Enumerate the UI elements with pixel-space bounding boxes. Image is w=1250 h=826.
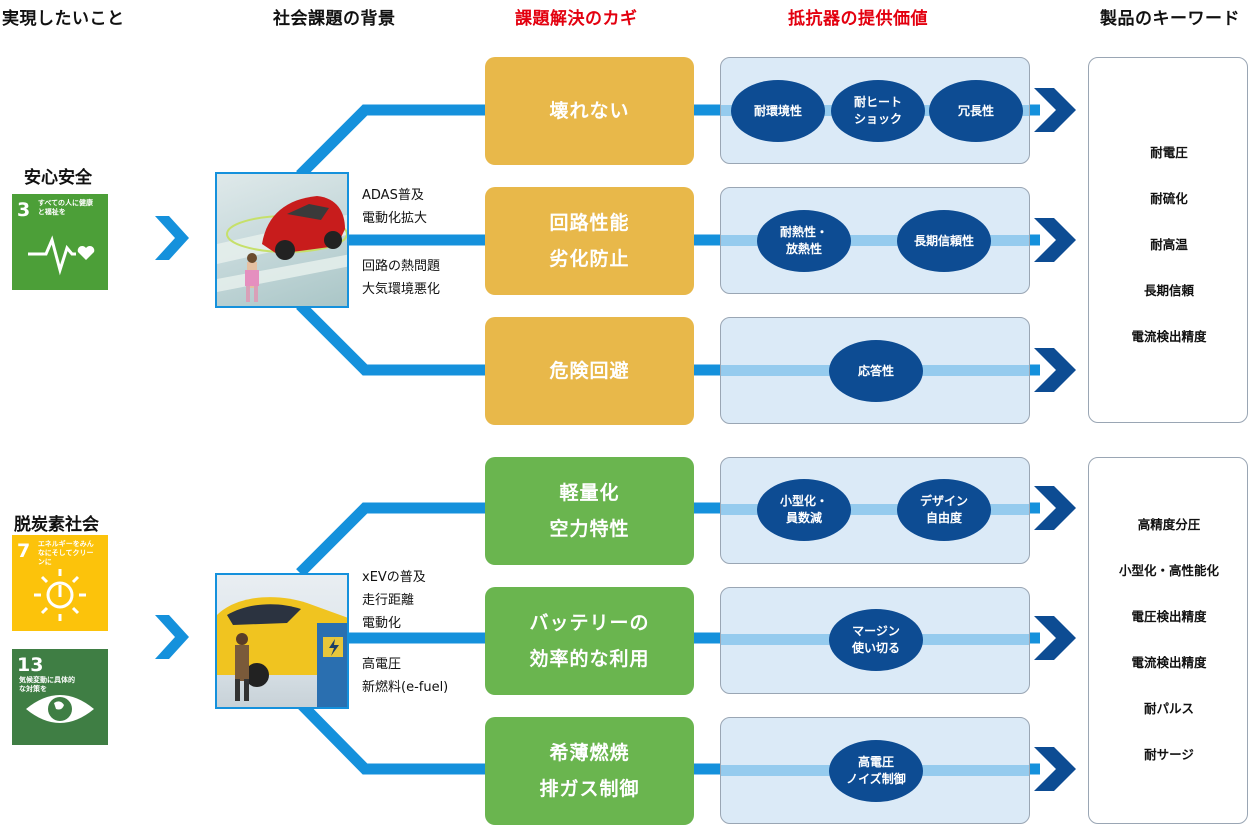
- value-ellipse: 耐環境性: [731, 80, 825, 142]
- value-ellipse: マージン使い切る: [829, 609, 923, 671]
- value-ellipse: 耐ヒートショック: [831, 80, 925, 142]
- heartbeat-icon: [28, 235, 95, 276]
- background-text: 回路の熱問題 大気環境悪化: [362, 259, 441, 297]
- value-ellipse: 耐熱性・放熱性: [757, 210, 851, 272]
- keyword-panel: 耐電圧 耐硫化 耐高温 長期信頼 電流検出精度: [1088, 57, 1248, 423]
- goal-title: 安心安全: [24, 168, 92, 188]
- key-box: 壊れない: [485, 57, 694, 165]
- car-pedestrian-illustration: [215, 172, 349, 308]
- arrow-right-icon: [1034, 747, 1076, 791]
- arrow-right-icon: [1034, 218, 1076, 262]
- keyword: 電流検出精度: [1131, 655, 1207, 670]
- value-ellipse: 小型化・員数減: [757, 479, 851, 541]
- key-box: 危険回避: [485, 317, 694, 425]
- value-panel: 耐熱性・放熱性 長期信頼性: [720, 187, 1030, 294]
- key-box: 軽量化 空力特性: [485, 457, 694, 565]
- background-text: xEVの普及 走行距離 電動化: [362, 570, 426, 631]
- keyword: 小型化・高性能化: [1118, 563, 1219, 578]
- value-ellipse: 高電圧ノイズ制御: [829, 740, 923, 802]
- arrow-heads: [1034, 88, 1076, 791]
- sdg-badge: 7 エネルギーをみんなにそしてクリーンに: [12, 535, 108, 631]
- keyword: 高精度分圧: [1137, 517, 1201, 532]
- group1-branch-lines: [296, 104, 490, 775]
- value-ellipse: 長期信頼性: [897, 210, 991, 272]
- header-keyword: 製品のキーワード: [1100, 9, 1240, 29]
- goal-title: 脱炭素社会: [14, 515, 99, 535]
- value-panel: 応答性: [720, 317, 1030, 424]
- keyword: 耐電圧: [1150, 145, 1188, 160]
- keyword-panel: 高精度分圧 小型化・高性能化 電圧検出精度 電流検出精度 耐パルス 耐サージ: [1088, 457, 1248, 824]
- header-value: 抵抗器の提供価値: [788, 9, 928, 29]
- keyword: 長期信頼: [1143, 283, 1194, 298]
- value-panel: 小型化・員数減 デザイン自由度: [720, 457, 1030, 564]
- chevron-right-icon: [155, 216, 189, 260]
- header-goal: 実現したいこと: [2, 9, 125, 29]
- keyword: 耐サージ: [1144, 747, 1194, 762]
- header-key: 課題解決のカギ: [515, 9, 638, 29]
- arrow-right-icon: [1034, 616, 1076, 660]
- value-ellipse: 応答性: [829, 340, 923, 402]
- arrow-right-icon: [1034, 348, 1076, 392]
- keyword: 耐パルス: [1143, 701, 1194, 716]
- sun-power-icon: [34, 569, 86, 621]
- value-panel: 高電圧ノイズ制御: [720, 717, 1030, 824]
- chevron-right-icon: [155, 615, 189, 659]
- value-panel: 耐環境性 耐ヒートショック 冗長性: [720, 57, 1030, 164]
- value-panel: マージン使い切る: [720, 587, 1030, 694]
- header-background: 社会課題の背景: [273, 9, 396, 29]
- ev-charging-illustration: [215, 573, 349, 709]
- value-ellipse: デザイン自由度: [897, 479, 991, 541]
- value-ellipse: 冗長性: [929, 80, 1023, 142]
- arrow-right-icon: [1034, 486, 1076, 530]
- keyword: 耐高温: [1150, 237, 1188, 252]
- key-box: 希薄燃焼 排ガス制御: [485, 717, 694, 825]
- key-box: 回路性能 劣化防止: [485, 187, 694, 295]
- background-text: 高電圧 新燃料(e-fuel): [362, 657, 449, 695]
- arrow-right-icon: [1034, 88, 1076, 132]
- sdg-badge: 3 すべての人に健康と福祉を: [12, 194, 108, 290]
- keyword: 電圧検出精度: [1131, 609, 1207, 624]
- earth-eye-icon: [26, 695, 94, 723]
- sdg-badge: 13 気候変動に具体的な対策を: [12, 649, 108, 745]
- keyword: 耐硫化: [1150, 191, 1188, 206]
- key-box: バッテリーの 効率的な利用: [485, 587, 694, 695]
- background-text: ADAS普及 電動化拡大: [362, 188, 428, 226]
- keyword: 電流検出精度: [1131, 329, 1207, 344]
